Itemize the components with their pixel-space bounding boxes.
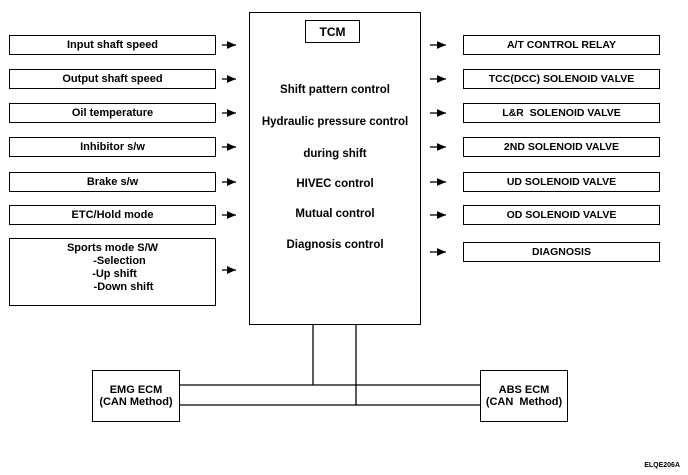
input-label: Brake s/w [86,176,139,188]
output-box-ud-solenoid: UD SOLENOID VALVE [463,172,660,192]
input-label: ETC/Hold mode [71,209,154,221]
input-box-input-shaft-speed: Input shaft speed [9,35,216,55]
output-label: DIAGNOSIS [532,246,591,258]
output-label: 2ND SOLENOID VALVE [503,141,620,153]
output-arrows [430,41,446,256]
input-arrows [222,41,236,274]
output-label: TCC(DCC) SOLENOID VALVE [488,73,635,85]
tcm-function-diagnosis: Diagnosis control [286,239,384,251]
output-label: L&R SOLENOID VALVE [502,107,621,119]
figure-code: ELQE206A [644,462,680,469]
sports-mode-item-selection: -Selection [93,255,146,267]
input-label: Inhibitor s/w [80,141,145,153]
output-box-2nd-solenoid: 2ND SOLENOID VALVE [463,137,660,157]
output-label: UD SOLENOID VALVE [506,176,617,188]
tcm-function-hydraulic-pressure: Hydraulic pressure control [261,116,409,128]
emg-ecm-box: EMG ECM (CAN Method) [92,370,180,422]
output-label: OD SOLENOID VALVE [506,209,617,221]
output-label: A/T CONTROL RELAY [506,39,617,51]
input-box-inhibitor-sw: Inhibitor s/w [9,137,216,157]
tcm-function-hivec: HIVEC control [296,178,374,190]
can-bus [180,325,480,406]
sports-mode-title: Sports mode S/W [66,242,159,254]
input-box-etc-hold-mode: ETC/Hold mode [9,205,216,225]
sports-mode-item-up-shift: -Up shift [92,268,137,280]
abs-ecm-title: ABS ECM [498,384,550,396]
emg-ecm-title: EMG ECM [109,384,163,396]
input-label: Output shaft speed [62,73,163,85]
output-box-lr-solenoid: L&R SOLENOID VALVE [463,103,660,123]
tcm-function-mutual: Mutual control [295,208,375,220]
tcm-title: TCM [305,20,360,43]
tcm-box [249,12,421,325]
input-box-sports-mode: Sports mode S/W -Selection -Up shift -Do… [9,238,216,306]
input-label: Oil temperature [71,107,154,119]
output-box-tcc-solenoid: TCC(DCC) SOLENOID VALVE [463,69,660,89]
output-box-od-solenoid: OD SOLENOID VALVE [463,205,660,225]
emg-ecm-method: (CAN Method) [99,396,173,408]
input-box-brake-sw: Brake s/w [9,172,216,192]
tcm-function-during-shift: during shift [303,148,367,160]
input-box-output-shaft-speed: Output shaft speed [9,69,216,89]
input-label: Input shaft speed [66,39,159,51]
output-box-diagnosis: DIAGNOSIS [463,242,660,262]
tcm-function-shift-pattern: Shift pattern control [280,84,390,96]
sports-mode-item-down-shift: -Down shift [93,281,154,293]
input-box-oil-temperature: Oil temperature [9,103,216,123]
abs-ecm-method: (CAN Method) [485,396,563,408]
abs-ecm-box: ABS ECM (CAN Method) [480,370,568,422]
output-box-at-control-relay: A/T CONTROL RELAY [463,35,660,55]
